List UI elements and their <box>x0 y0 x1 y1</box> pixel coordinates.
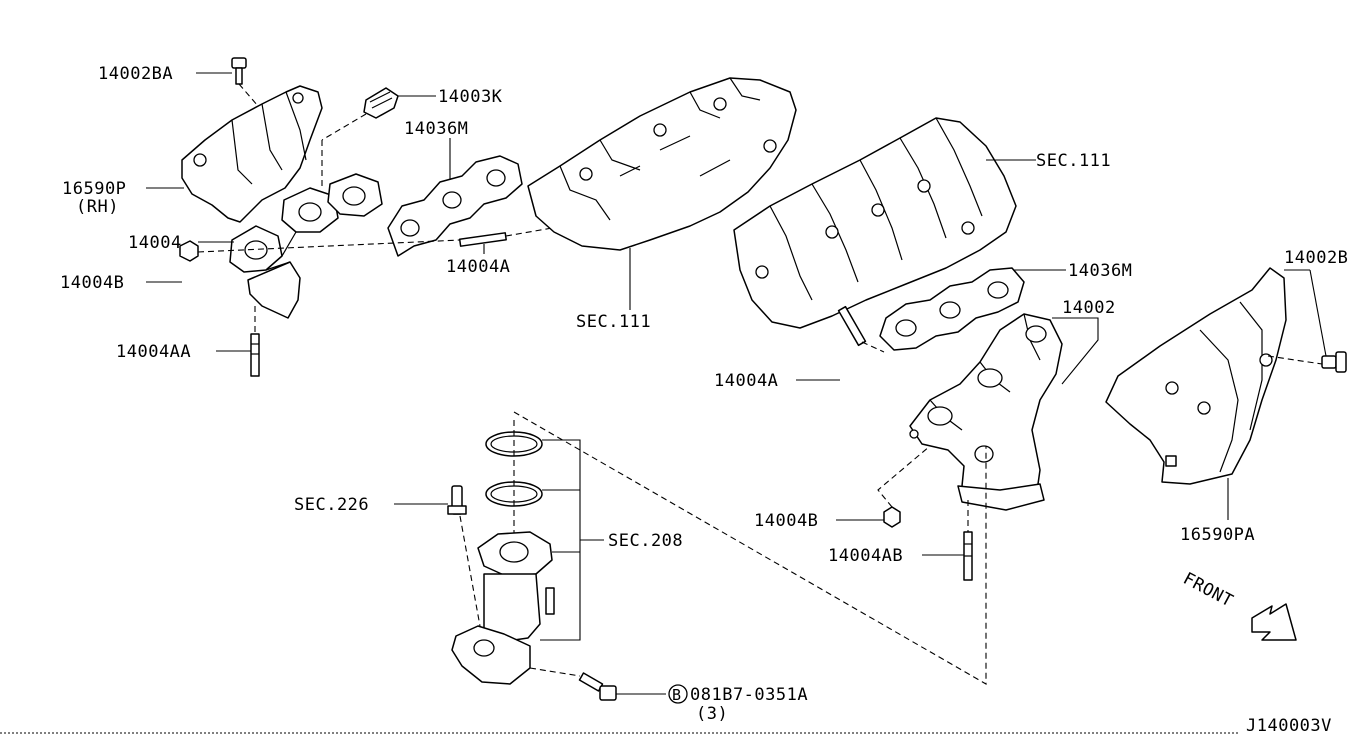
stud-14004ab[interactable] <box>963 500 973 581</box>
bolt-circle-marker <box>668 684 688 704</box>
label-14002: 14002 <box>1062 298 1116 318</box>
oxygen-sensor[interactable] <box>447 485 481 627</box>
exhaust-manifold-left[interactable] <box>229 173 383 319</box>
label-front: FRONT <box>1180 569 1237 612</box>
front-arrow-icon <box>1251 603 1297 641</box>
label-14004-left: 14004 <box>128 233 182 253</box>
stud-14004aa[interactable] <box>250 306 260 377</box>
label-sec111-right: SEC.111 <box>1036 151 1111 171</box>
label-14004b-left: 14004B <box>60 273 124 293</box>
label-bolt-qty: (3) <box>696 704 728 724</box>
stud-14003k[interactable] <box>321 87 399 190</box>
heat-insulator-16590pa[interactable] <box>1105 267 1287 485</box>
stud-14004a-left[interactable] <box>458 227 553 247</box>
gasket-14036m-right[interactable] <box>879 267 1025 351</box>
diagram-id: J140003V <box>1246 716 1332 736</box>
label-sec111-left: SEC.111 <box>576 312 651 332</box>
bolt-14002b[interactable] <box>1267 351 1347 373</box>
label-14004b-right: 14004B <box>754 511 818 531</box>
label-14004a-left: 14004A <box>446 257 510 277</box>
catalytic-converter[interactable] <box>451 531 555 685</box>
bolt-081b7-0351a[interactable] <box>529 667 617 701</box>
label-14036m-left: 14036M <box>404 119 468 139</box>
label-bolt-circle: B <box>672 686 682 704</box>
label-sec226: SEC.226 <box>294 495 369 515</box>
label-sec208: SEC.208 <box>608 531 683 551</box>
stud-14004a-right[interactable] <box>837 305 885 353</box>
label-14004ab: 14004AB <box>828 546 903 566</box>
label-14036m-right: 14036M <box>1068 261 1132 281</box>
nut-14004b-left[interactable] <box>179 239 461 262</box>
cylinder-head-left[interactable] <box>527 77 797 251</box>
exhaust-manifold-right[interactable] <box>909 313 1063 511</box>
label-16590pa: 16590PA <box>1180 525 1255 545</box>
label-bolt-part: 081B7-0351A <box>690 685 808 705</box>
label-14002b: 14002B <box>1284 248 1348 268</box>
label-14002ba: 14002BA <box>98 64 173 84</box>
bolt-14002ba[interactable] <box>231 57 259 107</box>
label-14004a-right: 14004A <box>714 371 778 391</box>
nut-14004b-right[interactable] <box>877 445 931 528</box>
label-16590p: 16590P <box>62 179 126 199</box>
label-14004aa: 14004AA <box>116 342 191 362</box>
cylinder-head-right[interactable] <box>733 117 1017 329</box>
gasket-14036m-left[interactable] <box>387 155 523 257</box>
label-14003k: 14003K <box>438 87 503 107</box>
label-16590p-side: (RH) <box>76 197 119 217</box>
